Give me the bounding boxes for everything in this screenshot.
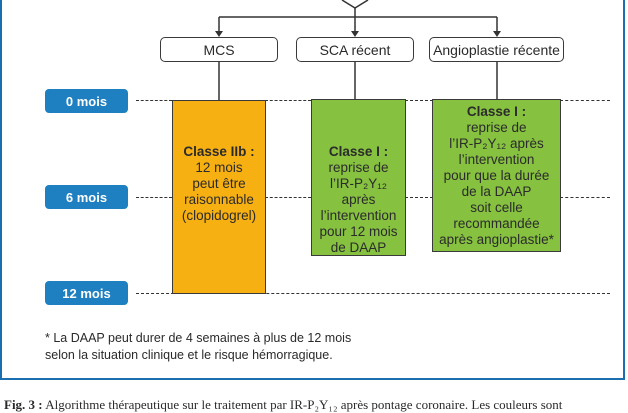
dash-0-b [265,100,311,101]
box-sca-classe-i: Classe I : reprise de l’IR-P₂Y₁₂ après l… [311,99,406,256]
box-mcs-classe-iib: Classe IIb : 12 mois peut être raisonnab… [172,100,266,294]
time-0-mois: 0 mois [45,89,128,113]
figure-caption: Fig. 3 : Algorithme thérapeutique sur le… [4,397,624,413]
dash-6-a [136,197,172,198]
footnote-line-2: selon la situation clinique et le risque… [45,348,333,362]
box-sca-line: pour 12 mois [319,224,398,239]
dash-12 [136,293,610,294]
footnote-line-1: * La DAAP peut durer de 4 semaines à plu… [45,331,352,345]
time-6-mois: 6 mois [45,185,128,209]
box-angio-line: l’IR-P₂Y₁₂ après [449,136,544,151]
figure-label: Fig. 3 : [4,397,43,412]
figure-caption-text: Algorithme thérapeutique sur le traiteme… [45,397,563,412]
box-sca-line: de DAAP [330,240,387,255]
box-sca-line: l’IR-P₂Y₁₂ [329,176,388,191]
box-angio-line: recommandée [453,216,540,231]
box-angio-line: l’intervention [458,152,535,167]
footnote: * La DAAP peut durer de 4 semaines à plu… [45,330,565,364]
header-angioplastie: Angioplastie récente [429,37,564,62]
box-sca-line: reprise de [328,160,389,175]
header-sca: SCA récent [296,37,414,62]
box-angio-line: après angioplastie* [439,232,554,247]
dash-0-a [136,100,172,101]
dash-0-c [405,100,433,101]
box-mcs-line: (clopidogrel) [181,208,257,223]
box-angio-title: Classe I : [466,104,527,119]
box-mcs-line: raisonnable [184,192,254,207]
box-mcs-line: 12 mois [195,160,243,175]
box-sca-title: Classe I : [328,144,389,159]
box-angio-line: soit celle [470,200,523,215]
box-sca-line: après [341,192,376,207]
box-mcs-title: Classe IIb : [183,144,255,159]
time-12-mois: 12 mois [45,281,128,305]
box-mcs-line: peut être [192,176,246,191]
box-angio-line: reprise de [466,120,527,135]
dash-6-c [405,197,433,198]
header-mcs: MCS [160,37,278,62]
box-angio-line: de la DAAP [461,184,532,199]
dash-0-d [560,100,610,101]
box-sca-line: l’intervention [320,208,397,223]
dash-6-d [560,197,610,198]
box-angio-classe-i: Classe I : reprise de l’IR-P₂Y₁₂ après l… [432,99,561,252]
dash-6-b [265,197,311,198]
box-angio-line: pour que la durée [443,168,550,183]
